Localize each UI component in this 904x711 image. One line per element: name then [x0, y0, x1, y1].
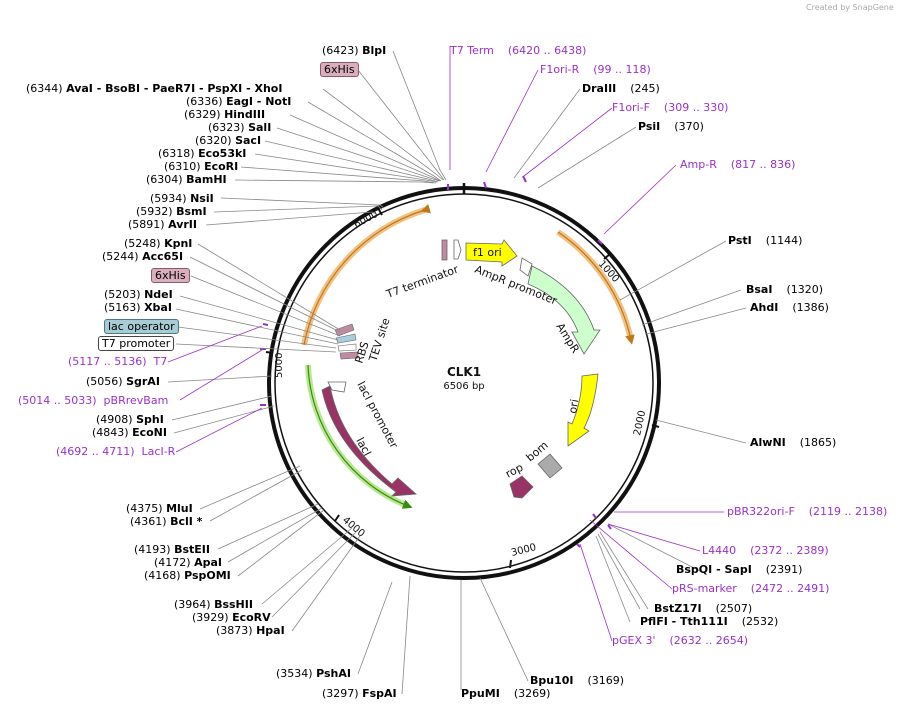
label-xhoi-group: (6344) AvaI - BsoBI - PaeR7I - PspXI - X…	[26, 82, 283, 95]
laci-promoter-feature	[327, 381, 347, 393]
watermark-text: Created by SnapGene	[806, 3, 894, 12]
label-fspai: (3297) FspAI	[322, 687, 397, 700]
label-bsteii: (4193) BstEII	[134, 543, 210, 556]
primer-amp-r: Amp-R (817 .. 836)	[680, 158, 796, 171]
label-ecori: (6310) EcoRI	[164, 160, 239, 173]
label-nsii: (5934) NsiI	[150, 192, 214, 205]
tag-6xhis-lower: 6xHis	[151, 268, 190, 283]
tev-site-label: TEV site	[366, 316, 393, 364]
label-saci: (6320) SacI	[195, 134, 262, 147]
label-bsmi: (5932) BsmI	[136, 205, 207, 218]
label-noti: (6336) EagI - NotI	[186, 95, 292, 108]
label-psii: PsiI (370)	[638, 120, 704, 133]
left-leaders	[167, 50, 447, 695]
label-tth111i: PflFI - Tth111I (2532)	[640, 615, 779, 628]
primer-t7: (5117 .. 5136) T7	[68, 355, 168, 368]
label-avrii: (5891) AvrII	[128, 218, 197, 231]
label-bstz17i: BstZ17I (2507)	[654, 602, 753, 615]
rop-feature	[509, 475, 534, 499]
laci-feature	[321, 385, 417, 497]
label-bamhi: (6304) BamHI	[146, 173, 227, 186]
tick-5000: 5000	[274, 353, 285, 378]
tick-2000: 2000	[632, 409, 648, 436]
primer-pbrrevbam: (5014 .. 5033) pBRrevBam	[18, 394, 169, 407]
amp-region-arc	[556, 229, 634, 341]
label-ndei: (5203) NdeI	[104, 288, 173, 301]
t7-terminator-feature	[453, 239, 462, 260]
f1-ori-feature	[465, 239, 518, 267]
label-sphi: (4908) SphI	[96, 413, 164, 426]
label-econi: (4843) EcoNI	[92, 426, 167, 439]
label-xbai: (5163) XbaI	[104, 301, 172, 314]
primer-laci-r: (4692 .. 4711) LacI-R	[56, 445, 176, 458]
label-bsai: BsaI (1320)	[746, 283, 824, 296]
label-hpai: (3873) HpaI	[216, 624, 285, 637]
ampr-promoter-feature	[519, 257, 533, 277]
label-blpi: (6423) BlpI	[322, 44, 387, 57]
tick-3000: 3000	[510, 542, 537, 559]
label-bsshii: (3964) BssHII	[174, 598, 253, 611]
label-apai: (4172) ApaI	[154, 556, 222, 569]
primer-pgex3: pGEX 3' (2632 .. 2654)	[612, 634, 749, 647]
label-bcli: (4361) BclI *	[130, 515, 203, 528]
label-sali: (6323) SalI	[208, 121, 272, 134]
ampr-feature	[527, 265, 601, 355]
label-kpni: (5248) KpnI	[124, 237, 193, 250]
label-sgrai: (5056) SgrAI	[86, 375, 160, 388]
t7-terminator-label: T7 terminator	[384, 263, 461, 302]
label-hindiii: (6329) HindIII	[184, 108, 266, 121]
label-sapi: BspQI - SapI (2391)	[676, 563, 803, 576]
primer-l4440: L4440 (2372 .. 2389)	[702, 544, 829, 557]
tag-t7-promoter: T7 promoter	[98, 336, 175, 351]
primer-f1ori-r: F1ori-R (99 .. 118)	[540, 63, 651, 76]
primer-pbr322ori-f: pBR322ori-F (2119 .. 2138)	[727, 505, 888, 518]
mcs-features	[334, 323, 359, 360]
label-mlui: (4375) MluI	[126, 502, 193, 515]
rbs-label: RBS	[352, 340, 371, 365]
tag-6xhis-top: 6xHis	[320, 62, 359, 77]
primer-leaders	[167, 46, 724, 642]
label-draiii: DraIII (245)	[582, 82, 660, 95]
primer-t7-term: T7 Term (6420 .. 6438)	[450, 44, 587, 57]
tag-lac-operator: lac operator	[104, 319, 179, 334]
ori-feature	[567, 373, 599, 447]
plasmid-size: 6506 bp	[443, 381, 484, 392]
label-pshai: (3534) PshAI	[276, 667, 351, 680]
primer-prs-marker: pRS-marker (2472 .. 2491)	[672, 582, 830, 595]
label-psti: PstI (1144)	[728, 234, 803, 247]
label-acc65i: (5244) Acc65I	[102, 250, 184, 263]
label-bpu10i: Bpu10I (3169)	[530, 674, 625, 687]
right-leaders	[460, 88, 747, 690]
label-alwni: AlwNI (1865)	[750, 436, 837, 449]
label-eco53ki: (6318) Eco53kI	[158, 147, 247, 160]
insert-region-arc	[301, 207, 426, 346]
label-pspomi: (4168) PspOMI	[144, 569, 231, 582]
bom-feature	[537, 453, 563, 479]
f1-ori-label: f1 ori	[473, 246, 502, 259]
ori-label: ori	[566, 398, 581, 414]
label-ahdi: AhdI (1386)	[750, 301, 829, 314]
label-ecorv: (3929) EcoRV	[192, 611, 271, 624]
label-ppumi: PpuMI (3269)	[461, 687, 551, 700]
plasmid-name: CLK1	[447, 365, 481, 379]
primer-marks	[260, 175, 612, 548]
primer-f1ori-f: F1ori-F (309 .. 330)	[612, 101, 729, 114]
